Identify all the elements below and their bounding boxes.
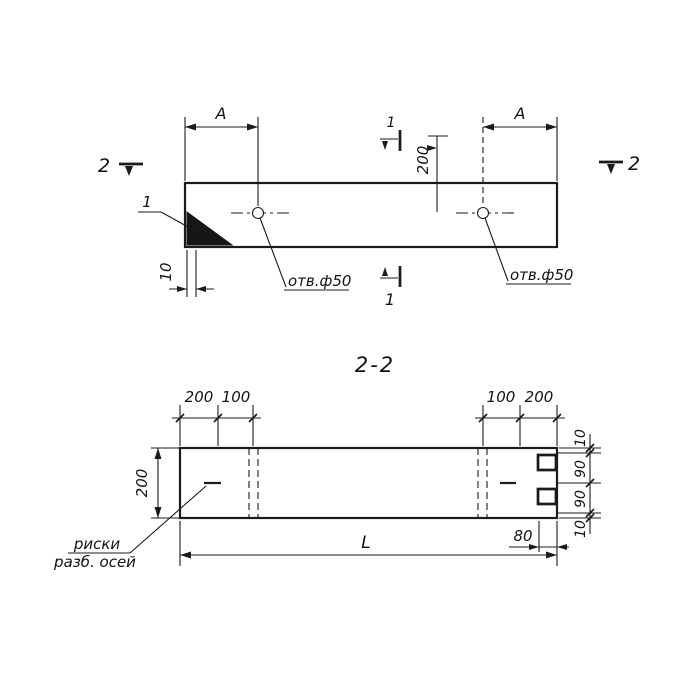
dim-height-label: 200 [133, 469, 151, 498]
chain-r-tick1 [585, 443, 595, 453]
chain-tr-label-200: 200 [525, 388, 554, 406]
hole-left [251, 206, 265, 220]
dim-200-plan-label: 200 [414, 146, 432, 175]
section1-top-label: 1 [387, 115, 396, 131]
end-notch-top [536, 453, 558, 472]
section2-left-label: 2 [98, 155, 110, 177]
hole-right [476, 206, 490, 220]
dim-a-left-label: A [215, 104, 227, 123]
dim-a-right-arrow1 [483, 123, 494, 131]
dim-200-plan-arrow [427, 145, 437, 151]
section1-top-arrow [382, 141, 388, 150]
dim-height-arrow1 [154, 448, 162, 459]
section1-bottom-label: 1 [385, 290, 395, 309]
axes-note-leader [129, 485, 207, 554]
dim-a-right-arrow2 [546, 123, 557, 131]
chain-tr-label-100: 100 [487, 388, 516, 406]
axes-note-line2: разб. осей [53, 553, 136, 571]
beam-outline-section [178, 446, 559, 520]
chain-r-label-10-bottom: 10 [573, 520, 589, 538]
dim-80-label: 80 [513, 527, 532, 545]
hole-note-left-leader [259, 217, 287, 288]
section1-bottom-arrow [382, 267, 388, 276]
chain-tl-label-100: 100 [222, 388, 251, 406]
chain-tl-tick1 [175, 413, 185, 423]
section2-right-label: 2 [628, 153, 640, 175]
plan-view: 1 отв.ф50 отв.ф50 A A 2 [98, 104, 640, 309]
dim-l-arrow2 [546, 551, 557, 559]
section2-right-arrow [607, 164, 615, 174]
chain-r-tick4 [585, 508, 595, 518]
section2-left-arrow [125, 166, 133, 176]
chain-tl-tick3 [248, 413, 258, 423]
dim-10-label: 10 [157, 262, 175, 281]
chain-tl-tick2 [213, 413, 223, 423]
detail-mark-leader [160, 211, 200, 234]
dim-l-arrow1 [180, 551, 191, 559]
dim-a-right-label: A [514, 104, 526, 123]
section-title: 2-2 [355, 353, 395, 377]
hole-note-left-label: отв.ф50 [288, 272, 351, 290]
dim-10-arrow1 [177, 286, 187, 292]
hole-note-right-leader [484, 217, 509, 282]
detail-mark-label: 1 [142, 193, 152, 211]
dim-l-label: L [361, 533, 370, 553]
dim-a-left-arrow2 [247, 123, 258, 131]
chain-tl-label-200: 200 [185, 388, 214, 406]
chamfer-detail-triangle [186, 211, 234, 246]
chain-tr-tick2 [515, 413, 525, 423]
end-notch-bottom [536, 487, 558, 506]
chain-r-label-90-top: 90 [573, 460, 589, 478]
dim-80-arrow1 [529, 544, 539, 550]
chain-tr-tick3 [552, 413, 562, 423]
chain-tr-tick1 [478, 413, 488, 423]
chain-r-label-10-top: 10 [573, 429, 589, 447]
chain-r-tick3 [585, 478, 595, 488]
chain-r-tick5 [585, 513, 595, 523]
section-view: 2-2 200 200 100 [53, 353, 601, 571]
dim-80-arrow2 [557, 544, 567, 550]
dim-10-arrow2 [196, 286, 206, 292]
chain-r-tick2 [585, 448, 595, 458]
beam-outline-plan [183, 181, 559, 249]
dim-height-arrow2 [154, 507, 162, 518]
axes-note-line1: риски [73, 535, 121, 553]
dim-a-left-arrow1 [185, 123, 196, 131]
chain-r-label-90-bottom: 90 [573, 490, 589, 508]
hole-note-right-label: отв.ф50 [510, 266, 573, 284]
